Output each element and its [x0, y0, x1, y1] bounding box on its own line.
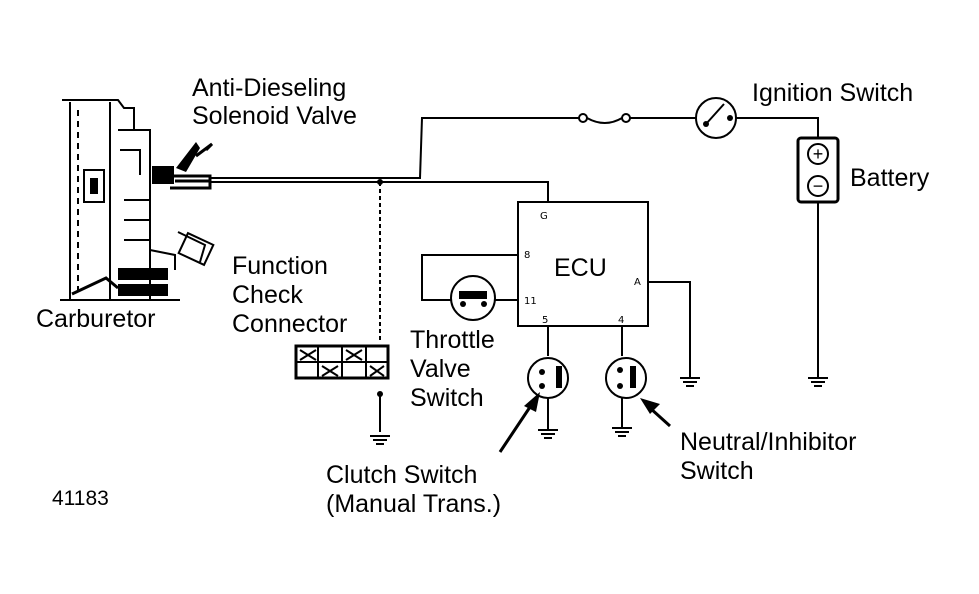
- ecu-pin-5: 5: [542, 315, 548, 326]
- ecu-pin-4: 4: [618, 315, 624, 326]
- ecu-box: [517, 201, 700, 387]
- battery-positive: +: [813, 144, 824, 164]
- anti-dieseling-label-line1: Anti-Dieseling: [192, 74, 346, 102]
- figure-number: 41183: [52, 487, 109, 510]
- function-check-connector-drawing: [294, 344, 390, 445]
- neutral-switch-label-line2: Switch: [680, 457, 754, 485]
- ecu-pin-g: G: [540, 211, 548, 222]
- ecu-pin-8: 8: [524, 250, 530, 261]
- throttle-label-line2: Valve: [410, 355, 471, 383]
- battery-negative: −: [813, 176, 824, 196]
- battery-ground-symbol: [808, 377, 828, 387]
- clutch-switch-label-line1: Clutch Switch: [326, 461, 477, 489]
- ecu-label: ECU: [554, 254, 607, 282]
- throttle-label-line3: Switch: [410, 384, 484, 412]
- neutral-switch-label-line1: Neutral/Inhibitor: [680, 428, 856, 456]
- battery: + −: [796, 136, 840, 378]
- throttle-label-line1: Throttle: [410, 326, 495, 354]
- battery-label: Battery: [850, 164, 930, 192]
- ecu-pin-a: A: [634, 277, 641, 288]
- clutch-switch-drawing: [498, 326, 569, 453]
- function-check-label-line1: Function: [232, 252, 328, 280]
- clutch-switch-label-line2: (Manual Trans.): [326, 490, 501, 518]
- carburetor-drawing: [60, 99, 215, 301]
- anti-dieseling-solenoid-valve: [170, 142, 214, 190]
- wiring: [210, 97, 819, 432]
- neutral-inhibitor-switch-drawing: [605, 326, 672, 437]
- anti-dieseling-label-line2: Solenoid Valve: [192, 102, 357, 130]
- ecu-pin-11: 11: [524, 296, 537, 307]
- throttle-valve-switch-drawing: [421, 254, 518, 321]
- ignition-switch-label: Ignition Switch: [752, 79, 913, 107]
- carburetor-label: Carburetor: [36, 305, 156, 333]
- function-check-label-line2: Check: [232, 281, 303, 309]
- function-check-label-line3: Connector: [232, 310, 347, 338]
